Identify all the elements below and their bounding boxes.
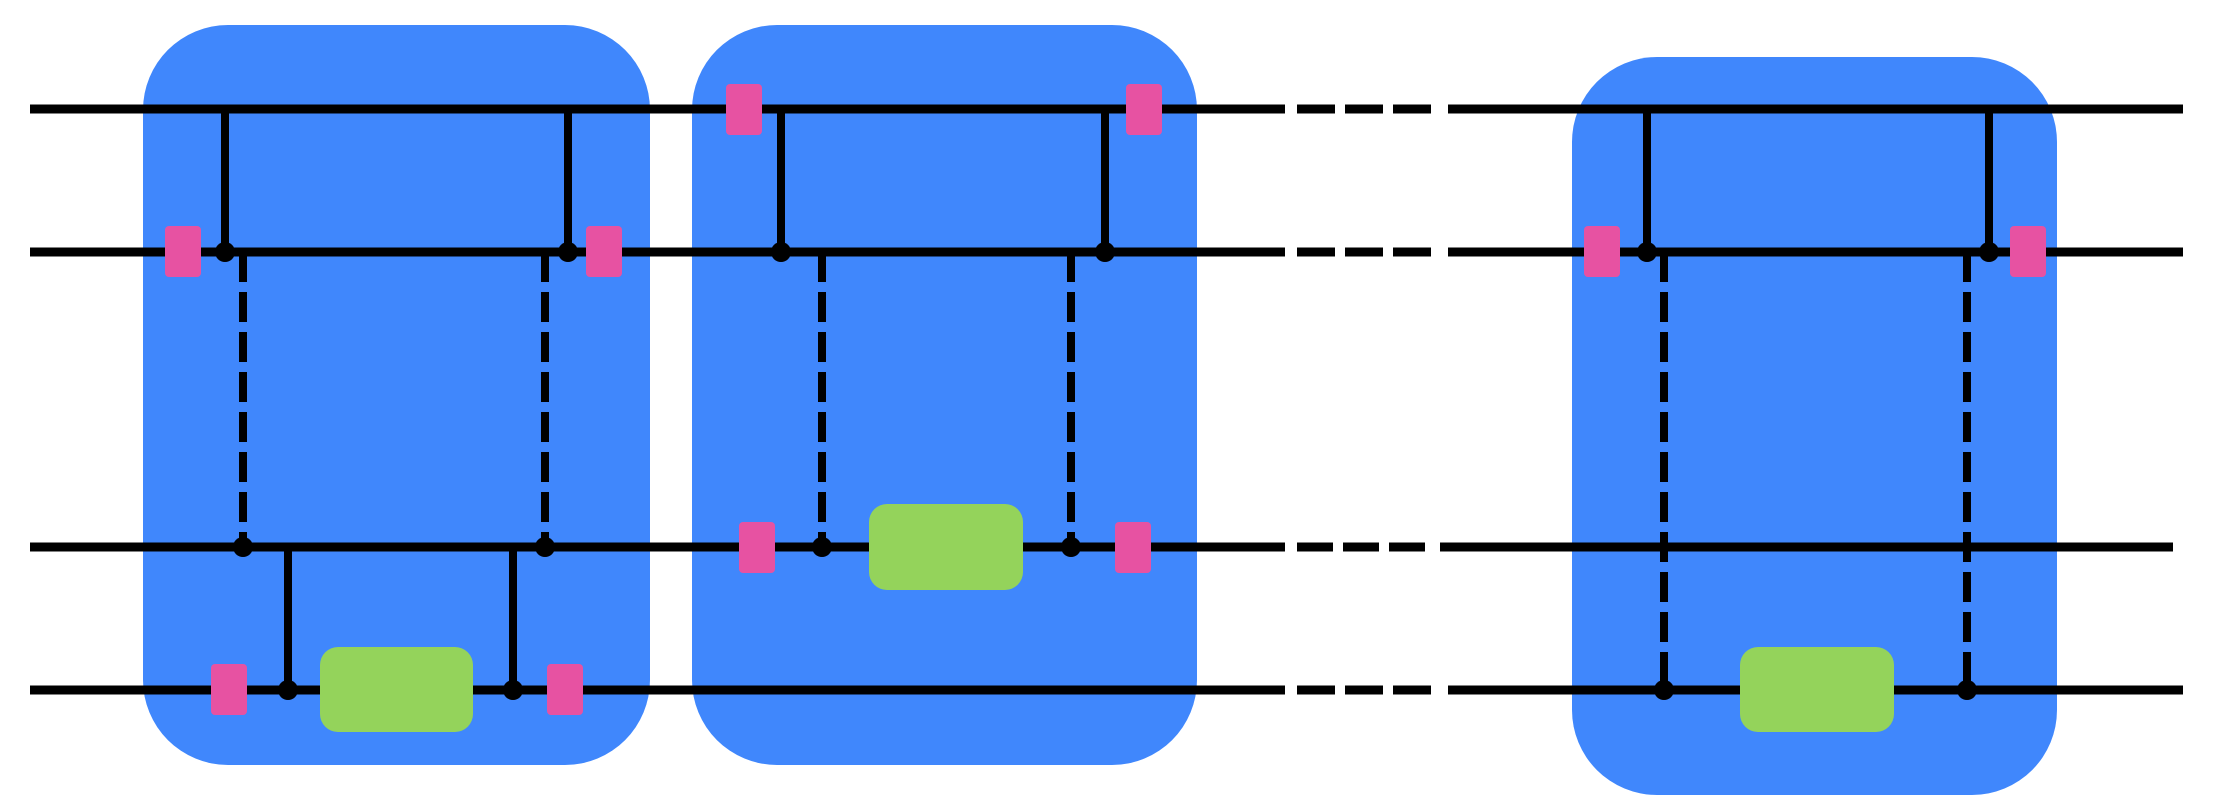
control-dot-icon [1637, 242, 1657, 262]
control-dot-icon [1957, 680, 1977, 700]
dots-layer [215, 242, 1999, 700]
control-dot-icon [1654, 680, 1674, 700]
control-dot-icon [1061, 537, 1081, 557]
marker-icon [547, 664, 583, 715]
gates-layer [320, 504, 1894, 732]
control-dot-icon [535, 537, 555, 557]
marker-icon [726, 84, 762, 135]
marker-icon [586, 226, 622, 277]
markers-layer [165, 84, 2046, 715]
control-dot-icon [233, 537, 253, 557]
control-dot-icon [278, 680, 298, 700]
control-dot-icon [1979, 242, 1999, 262]
control-dot-icon [771, 242, 791, 262]
ellipsis-layer [1297, 104, 1437, 695]
controls-layer [221, 109, 1993, 690]
gate-icon [869, 504, 1023, 590]
block-2 [692, 25, 1197, 765]
marker-icon [2010, 226, 2046, 277]
marker-icon [739, 522, 775, 573]
marker-icon [1126, 84, 1162, 135]
marker-icon [211, 664, 247, 715]
control-dot-icon [215, 242, 235, 262]
control-dot-icon [1095, 242, 1115, 262]
gate-icon [320, 647, 473, 732]
control-dot-icon [812, 537, 832, 557]
marker-icon [165, 226, 201, 277]
gate-icon [1740, 647, 1894, 732]
marker-icon [1115, 522, 1151, 573]
block-3 [1572, 57, 2057, 795]
block-1 [143, 25, 650, 765]
control-dot-icon [503, 680, 523, 700]
marker-icon [1584, 226, 1620, 277]
control-dot-icon [558, 242, 578, 262]
blocks-layer [143, 25, 2057, 795]
